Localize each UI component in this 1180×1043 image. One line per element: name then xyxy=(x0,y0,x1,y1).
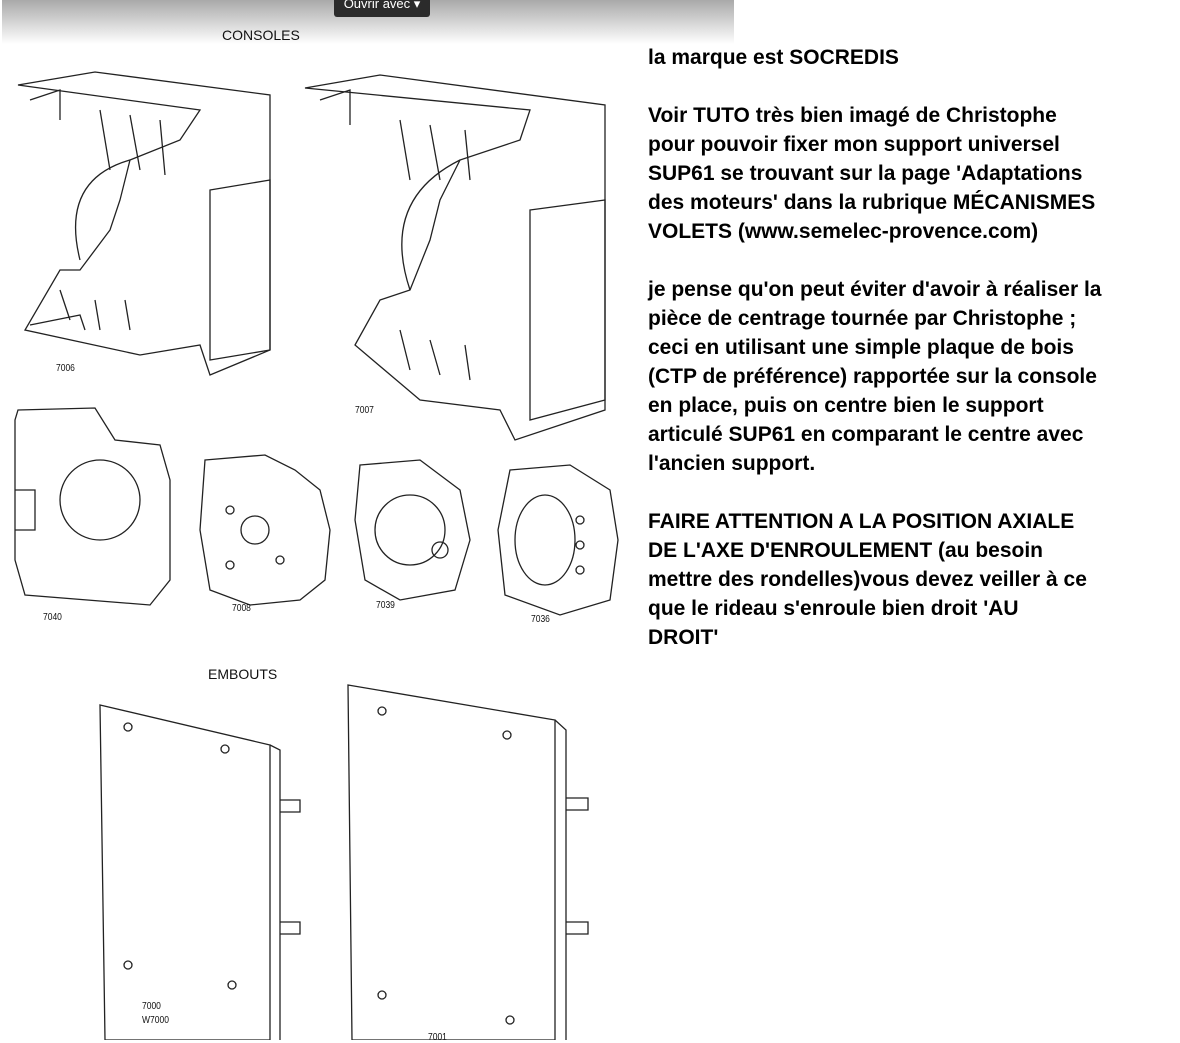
open-with-button[interactable]: Ouvrir avec ▾ xyxy=(334,0,430,17)
text-line: SUP61 se trouvant sur la page 'Adaptatio… xyxy=(648,162,1083,185)
text-line: en place, puis on centre bien le support xyxy=(648,394,1044,417)
note-text: la marque est SOCREDIS Voir TUTO très bi… xyxy=(648,43,1178,652)
part-ref: 7007 xyxy=(355,405,374,416)
part-ref: 7036 xyxy=(531,614,550,625)
text-line: Voir TUTO très bien imagé de Christophe xyxy=(648,104,1057,127)
part-ref: 7008 xyxy=(232,603,251,614)
text-line: la marque est SOCREDIS xyxy=(648,46,899,69)
part-7040-drawing xyxy=(14,407,171,606)
embouts-title: EMBOUTS xyxy=(208,666,278,682)
text-line: ceci en utilisant une simple plaque de b… xyxy=(648,336,1074,359)
part-ref: 7001 xyxy=(428,1032,447,1043)
endcap-7001-drawing xyxy=(347,684,589,1040)
part-ref: 7040 xyxy=(43,612,62,623)
text-line: pour pouvoir fixer mon support universel xyxy=(648,133,1060,156)
consoles-title: CONSOLES xyxy=(222,27,300,43)
part-7008-drawing xyxy=(199,454,331,606)
endcap-7000-drawing xyxy=(99,704,301,1040)
open-with-label: Ouvrir avec xyxy=(343,0,411,11)
console-7007-drawing xyxy=(304,74,606,441)
text-line: VOLETS (www.semelec-provence.com) xyxy=(648,220,1039,243)
parts-drawing xyxy=(14,71,619,1040)
text-line: mettre des rondelles)vous devez veiller … xyxy=(648,568,1087,591)
text-line: DROIT' xyxy=(648,626,719,649)
text-line: je pense qu'on peut éviter d'avoir à réa… xyxy=(648,278,1102,301)
part-ref: 7039 xyxy=(376,600,395,611)
text-line: que le rideau s'enroule bien droit 'AU xyxy=(648,597,1019,620)
part-7036-drawing xyxy=(497,464,619,616)
text-line: l'ancien support. xyxy=(648,452,816,475)
console-7006-drawing xyxy=(17,71,271,376)
part-7039-drawing xyxy=(354,459,471,601)
chevron-down-icon: ▾ xyxy=(413,0,421,11)
text-line: articulé SUP61 en comparant le centre av… xyxy=(648,423,1084,446)
part-ref: 7000 xyxy=(142,1001,161,1012)
part-ref: 7006 xyxy=(56,363,75,374)
text-line: FAIRE ATTENTION A LA POSITION AXIALE xyxy=(648,510,1075,533)
text-line: des moteurs' dans la rubrique MÉCANISMES xyxy=(648,191,1096,214)
text-line: (CTP de préférence) rapportée sur la con… xyxy=(648,365,1097,388)
text-line: pièce de centrage tournée par Christophe… xyxy=(648,307,1077,330)
text-line: DE L'AXE D'ENROULEMENT (au besoin xyxy=(648,539,1044,562)
part-ref: W7000 xyxy=(142,1015,169,1026)
